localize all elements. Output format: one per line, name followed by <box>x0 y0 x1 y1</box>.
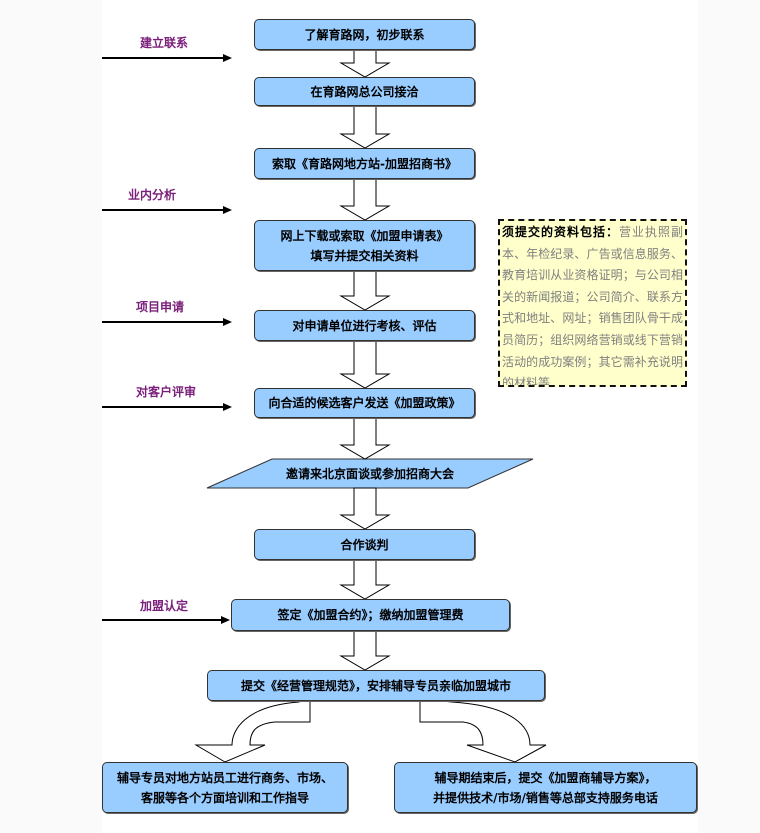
flow-arrow-7 <box>339 487 391 530</box>
stage-label-project-application: 项目申请 <box>136 300 185 314</box>
step-7-parallelogram <box>206 458 534 489</box>
stage-pointer-arrowhead-2 <box>223 206 232 214</box>
flow-arrow-8 <box>339 558 391 600</box>
stage-label-customer-review: 对客户评审 <box>136 385 197 399</box>
step-4-application-form: 网上下载或索取《加盟申请表》 填写并提交相关资料 <box>254 220 475 271</box>
step-text: 索取《育路网地方站-加盟招商书》 <box>272 156 457 171</box>
flow-arrow-4 <box>339 269 391 311</box>
step-text-line-1: 辅导专员对地方站员工进行商务、市场、 <box>116 770 333 785</box>
stage-pointer-arrowhead-5 <box>221 616 230 624</box>
step-text-line-2: 填写并提交相关资料 <box>310 248 419 263</box>
step-text-line-1: 网上下载或索取《加盟申请表》 <box>280 228 449 243</box>
step-text: 向合适的候选客户发送《加盟政策》 <box>268 396 461 410</box>
step-8-negotiation: 合作谈判 <box>254 529 475 560</box>
step-12-support-plan: 辅导期结束后，提交《加盟商辅导方案》， 并提供技术/市场/销售等总部支持服务电话 <box>394 762 697 813</box>
split-arrow-left <box>194 699 311 763</box>
stage-label-industry-analysis: 业内分析 <box>128 188 177 202</box>
flow-arrow-9 <box>339 629 391 671</box>
step-text: 提交《经营管理规范》，安排辅导专员亲临加盟城市 <box>240 678 511 693</box>
flow-arrow-2 <box>339 104 391 149</box>
step-5-assessment: 对申请单位进行考核、评估 <box>254 310 475 341</box>
step-1-initial-contact: 了解育路网，初步联系 <box>254 19 475 50</box>
step-text-line-1: 辅导期结束后，提交《加盟商辅导方案》， <box>434 770 657 785</box>
note-body: 营业执照副本、年检纪录、广告或信息服务、教育培训从业资格证明；与公司相关的新闻报… <box>502 225 683 387</box>
flow-arrow-3 <box>339 177 391 221</box>
note-header: 须提交的资料包括： <box>502 225 619 239</box>
step-11-staff-training: 辅导专员对地方站员工进行商务、市场、 客服等各个方面培训和工作指导 <box>102 762 348 813</box>
step-text-line-2: 并提供技术/市场/销售等总部支持服务电话 <box>433 790 658 805</box>
step-7-text: 邀请来北京面谈或参加招商大会 <box>285 467 454 481</box>
stage-pointer-arrowhead-4 <box>223 403 232 411</box>
step-text: 在育路网总公司接洽 <box>310 84 419 99</box>
step-6-send-policy: 向合适的候选客户发送《加盟政策》 <box>254 388 475 418</box>
step-text-line-2: 客服等各个方面培训和工作指导 <box>140 790 309 805</box>
step-text: 对申请单位进行考核、评估 <box>292 318 437 333</box>
stage-pointer-arrowhead-1 <box>223 54 232 62</box>
stage-pointer-arrowhead-3 <box>223 318 232 326</box>
flow-arrow-6 <box>339 416 391 460</box>
step-text: 合作谈判 <box>340 537 389 552</box>
step-text: 签定《加盟合约》；缴纳加盟管理费 <box>277 608 464 622</box>
step-9-sign-contract: 签定《加盟合约》；缴纳加盟管理费 <box>231 599 510 631</box>
stage-label-establish-contact: 建立联系 <box>140 36 189 50</box>
split-arrow-right <box>419 699 547 763</box>
step-text: 了解育路网，初步联系 <box>304 27 425 42</box>
step-3-request-prospectus: 索取《育路网地方站-加盟招商书》 <box>254 148 475 179</box>
stage-label-franchise-approval: 加盟认定 <box>140 599 189 613</box>
required-materials-note: 须提交的资料包括：营业执照副本、年检纪录、广告或信息服务、教育培训从业资格证明；… <box>498 219 687 387</box>
flow-arrow-5 <box>339 339 391 389</box>
step-2-hq-meeting: 在育路网总公司接洽 <box>254 77 475 106</box>
step-10-submit-guidelines: 提交《经营管理规范》，安排辅导专员亲临加盟城市 <box>207 670 545 701</box>
